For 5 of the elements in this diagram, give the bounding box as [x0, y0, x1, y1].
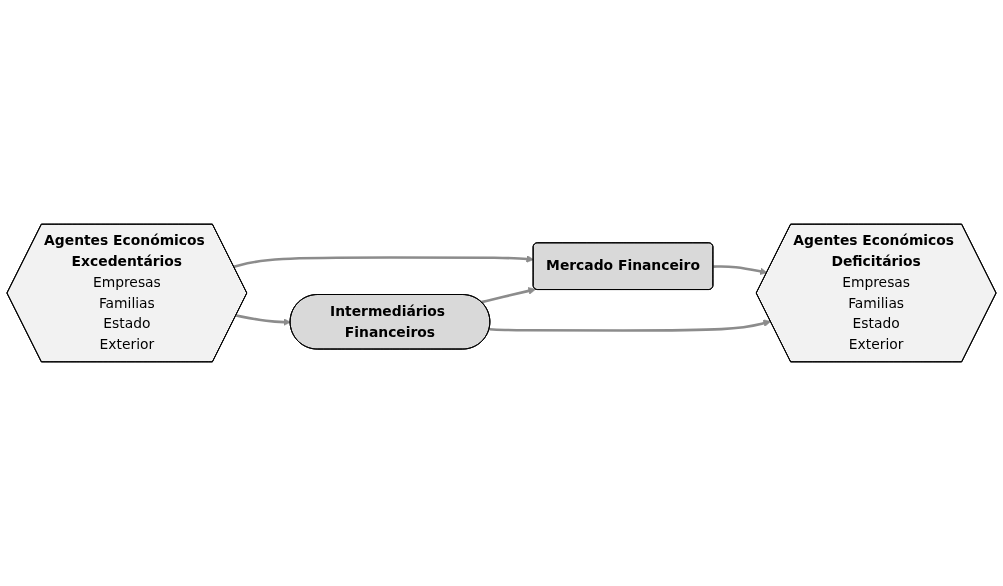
arrow [481, 287, 536, 304]
arrow [713, 265, 768, 276]
arrow [233, 255, 534, 268]
arrow [489, 319, 771, 332]
arrow [235, 314, 291, 326]
